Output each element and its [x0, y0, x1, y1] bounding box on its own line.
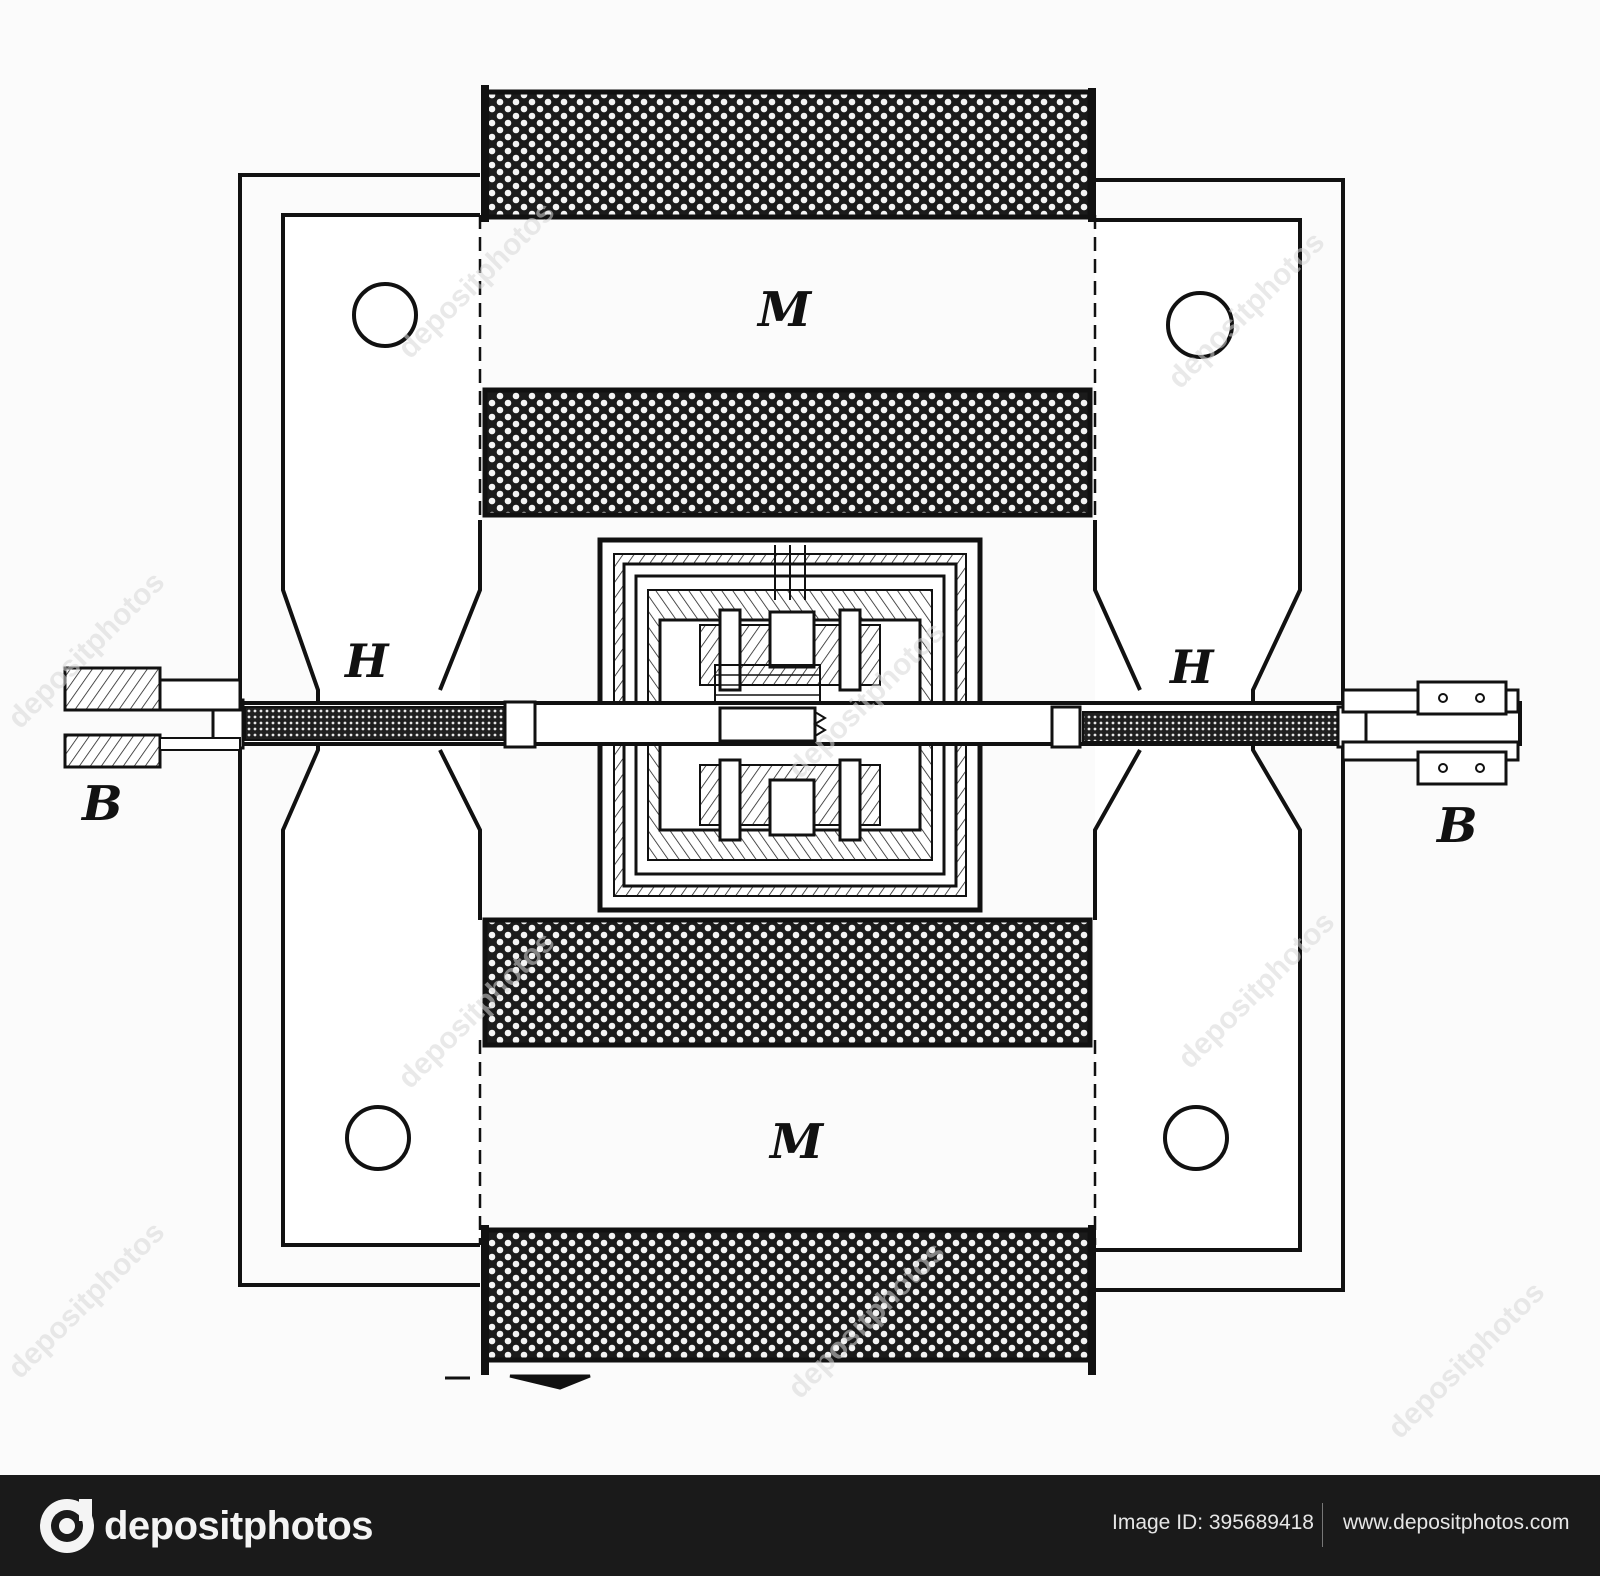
label-bearing-right: H	[1168, 640, 1215, 694]
field-coil-bottom-outer	[445, 1225, 1096, 1390]
site-url-link[interactable]: www.depositphotos.com	[1343, 1511, 1570, 1534]
pole-piece-top	[438, 520, 482, 691]
bolt-hole-top-right	[1166, 291, 1234, 359]
label-magnet-top: M	[756, 282, 813, 338]
label-bearing-left: H	[343, 634, 390, 688]
watermark-7: depositphotos	[2, 1215, 171, 1384]
brush-holder-right	[1341, 680, 1520, 786]
field-coil-top-outer	[481, 85, 1096, 222]
label-brush-right: B	[1435, 798, 1478, 854]
brand-name: depositphotos	[104, 1503, 374, 1548]
bolt-hole-top-left	[352, 282, 418, 348]
footer-divider	[1322, 1503, 1323, 1547]
magnet-core-dashed-outline	[478, 215, 1097, 1245]
brand-logo[interactable]: depositphotos	[38, 1497, 374, 1555]
field-coil-top-inner	[482, 387, 1093, 518]
depositphotos-logo-icon	[40, 1499, 94, 1553]
pole-piece-bottom-right	[1093, 749, 1142, 920]
footer-bar: depositphotos Image ID: 395689418 www.de…	[0, 1475, 1600, 1576]
image-id-text: Image ID: 395689418	[1112, 1511, 1314, 1534]
label-magnet-bottom: M	[768, 1114, 825, 1170]
bolt-hole-bottom-left	[345, 1105, 411, 1171]
diagram-canvas: depositphotos depositphotos depositphoto…	[1, 85, 1552, 1445]
field-coil-bottom-inner	[482, 917, 1093, 1048]
bolt-holes	[345, 282, 1234, 1171]
bolt-hole-bottom-right	[1163, 1105, 1229, 1171]
pole-piece-bottom	[438, 749, 482, 920]
armature-shaft	[211, 698, 1522, 750]
watermark-9: depositphotos	[1382, 1275, 1551, 1444]
brush-holder-left	[63, 666, 242, 769]
label-brush-left: B	[80, 776, 123, 832]
pole-piece-top-right	[1093, 520, 1142, 691]
dynamo-cross-section-drawing: depositphotos depositphotos depositphoto…	[2, 85, 1551, 1445]
